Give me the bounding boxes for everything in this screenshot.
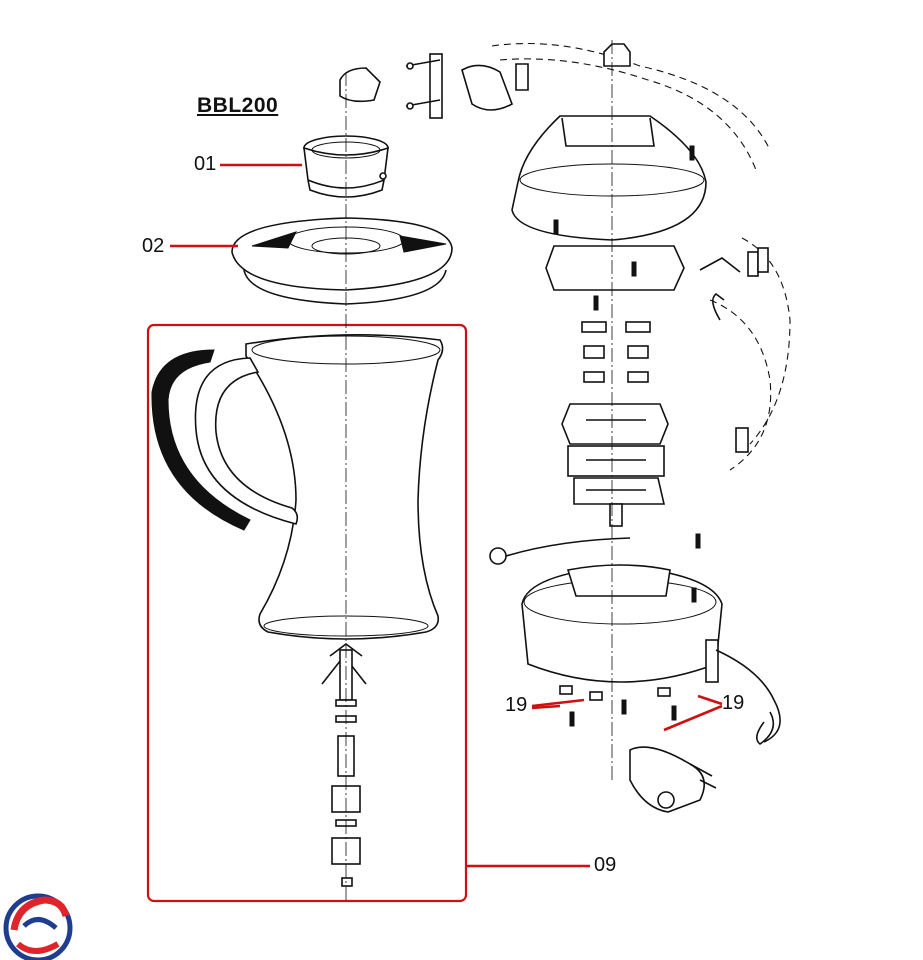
model-title: BBL200 [197, 94, 279, 117]
brand-logo-icon [3, 893, 73, 960]
callout-01: 01 [194, 153, 217, 175]
switch-bracket [339, 42, 771, 171]
callout-19-right: 19 [722, 692, 745, 714]
part-09-jug-assembly [146, 323, 468, 903]
motor-stack [561, 321, 669, 527]
base-unit [521, 564, 723, 701]
callout-09: 09 [594, 854, 617, 876]
part-02-jug-lid [231, 217, 453, 305]
callout-leaders [170, 163, 723, 868]
power-cord [489, 237, 791, 813]
callout-19-left: 19 [505, 694, 528, 716]
screws [553, 145, 701, 727]
motor-housing [511, 43, 707, 291]
callout-02: 02 [142, 235, 165, 257]
